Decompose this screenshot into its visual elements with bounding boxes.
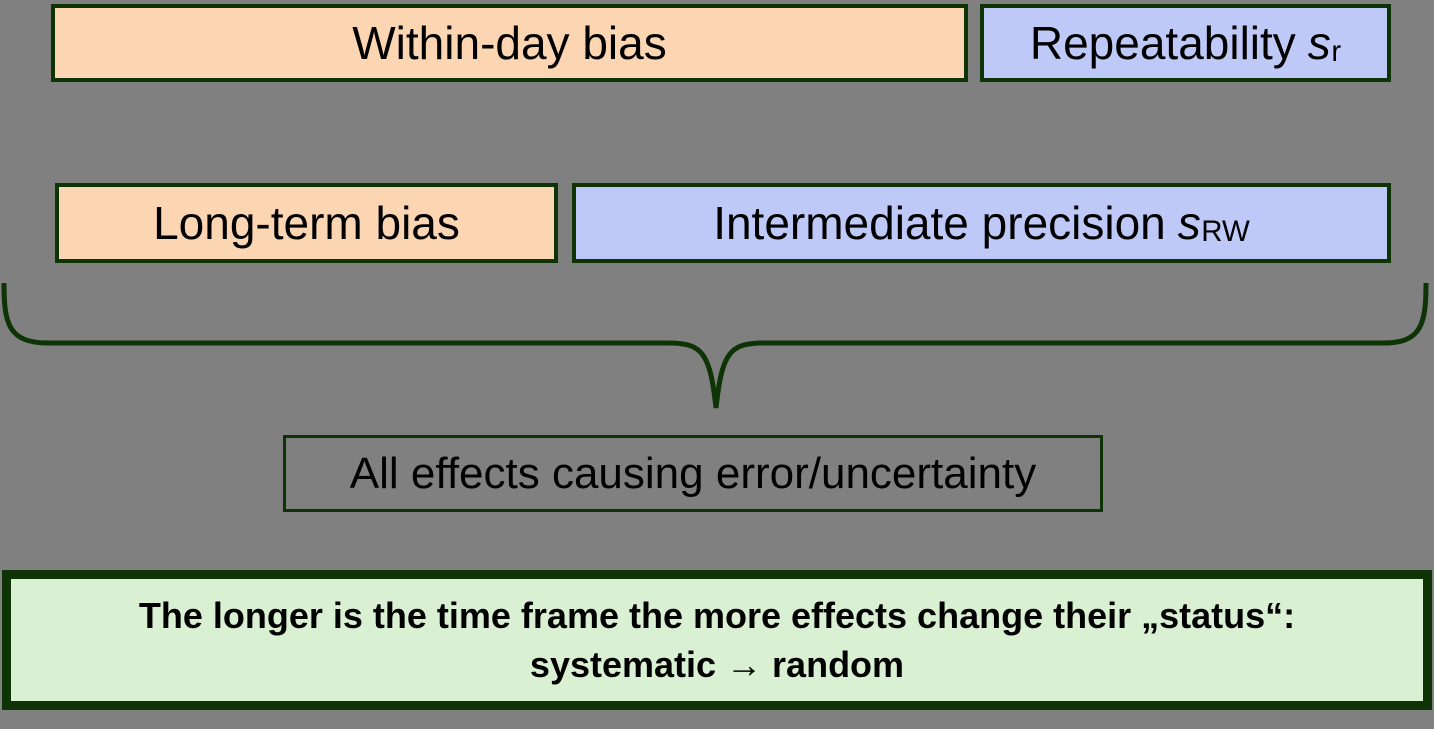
intermediate-precision-label: Intermediate precision bbox=[713, 197, 1166, 249]
underbrace-icon bbox=[1, 282, 1429, 409]
note-box: The longer is the time frame the more ef… bbox=[2, 570, 1432, 710]
long-term-bias-label: Long-term bias bbox=[153, 197, 460, 249]
repeatability-subscript: r bbox=[1331, 34, 1342, 68]
repeatability-label: Repeatability bbox=[1029, 17, 1296, 69]
intermediate-precision-subscript: RW bbox=[1201, 214, 1250, 248]
long-term-bias-box: Long-term bias bbox=[55, 183, 558, 263]
intermediate-precision-box: Intermediate precision s RW bbox=[572, 183, 1391, 263]
intermediate-precision-symbol: s bbox=[1177, 197, 1201, 249]
note-line-1: The longer is the time frame the more ef… bbox=[138, 594, 1296, 636]
within-day-bias-box: Within-day bias bbox=[51, 4, 968, 82]
all-effects-box: All effects causing error/uncertainty bbox=[283, 435, 1103, 512]
repeatability-box: Repeatability s r bbox=[980, 4, 1391, 82]
repeatability-symbol: s bbox=[1307, 17, 1331, 69]
note-line-2: systematic → random bbox=[529, 643, 905, 685]
all-effects-label: All effects causing error/uncertainty bbox=[349, 448, 1037, 498]
within-day-bias-label: Within-day bias bbox=[352, 17, 667, 69]
